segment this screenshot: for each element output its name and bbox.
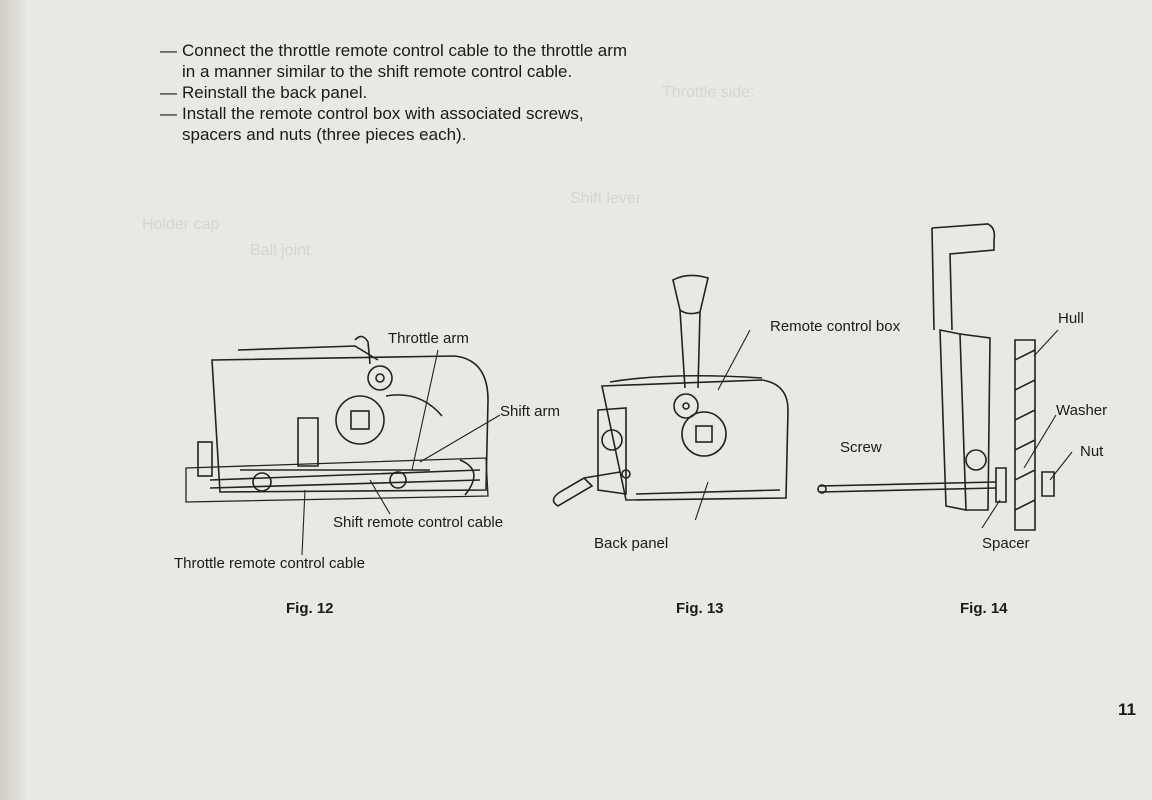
fig13-caption: Fig. 13 [676,600,724,617]
instruction-text: Connect the throttle remote control cabl… [182,41,628,81]
fig14-caption: Fig. 14 [960,600,1008,617]
label-screw: Screw [840,439,882,456]
bleed-through-text: Throttle side: [662,84,755,101]
instruction-list: — Connect the throttle remote control ca… [160,40,630,145]
bleed-through-text: Holder cap [142,216,220,233]
label-spacer: Spacer [982,535,1030,552]
label-shift-arm: Shift arm [500,403,561,420]
figure-12 [150,320,590,580]
label-throttle-arm: Throttle arm [388,330,469,347]
bleed-through-text: Shift lever [570,190,642,207]
list-dash: — [160,83,177,102]
instruction-text: Install the remote control box with asso… [182,104,584,144]
label-shift-remote-control-cable: Shift remote control cable [333,514,504,531]
hull-mounting-illustration [817,223,1073,531]
label-back-panel: Back panel [594,535,669,552]
page-number: 11 [1118,700,1136,719]
label-hull: Hull [1058,310,1084,327]
label-throttle-remote-control-cable: Throttle remote control cable [174,555,365,572]
page-gutter-shadow [0,0,26,800]
remote-control-box-closed-illustration [552,274,789,520]
figure-13 [540,260,810,520]
instruction-item: — Install the remote control box with as… [160,103,630,145]
instruction-text: Reinstall the back panel. [182,83,368,102]
figure-14 [810,210,1100,580]
label-washer: Washer [1056,402,1108,419]
label-remote-control-box: Remote control box [770,318,901,335]
label-nut: Nut [1080,443,1104,460]
bleed-through-text: Ball joint [250,242,311,259]
fig12-caption: Fig. 12 [286,600,334,617]
list-dash: — [160,41,177,60]
remote-control-box-open-illustration [185,335,501,556]
instruction-item: — Connect the throttle remote control ca… [160,40,630,82]
list-dash: — [160,104,177,123]
instruction-item: — Reinstall the back panel. [160,82,630,103]
